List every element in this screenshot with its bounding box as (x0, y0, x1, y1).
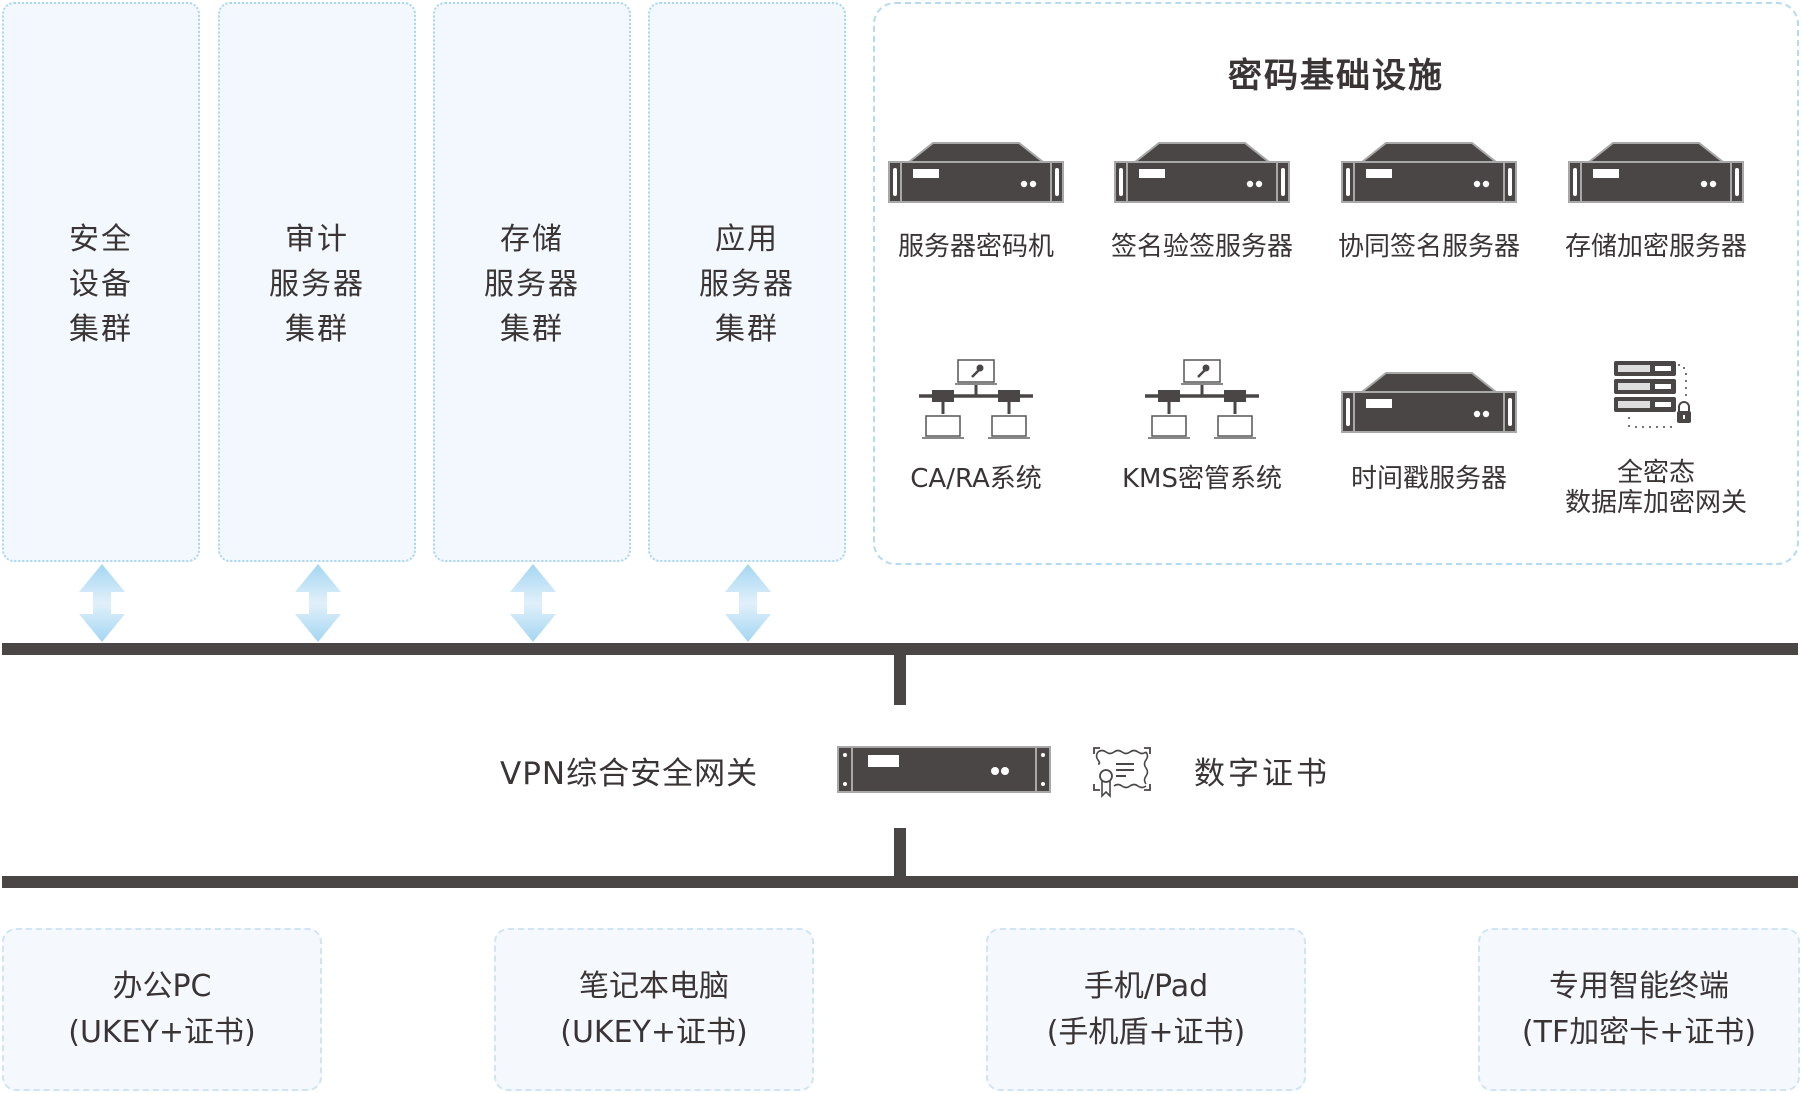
endpoint-label: 办公PC (UKEY+证书) (68, 968, 256, 1050)
database-lock-icon (1613, 360, 1699, 432)
crypto-infrastructure-panel: 密码基础设施 服务器密码机 签名验签服务器 协同签名服务器 存储加密服务器 CA… (873, 2, 1799, 565)
vpn-gateway-device-icon (837, 746, 1051, 793)
digital-certificate-label: 数字证书 (1194, 756, 1330, 792)
cluster-security-devices: 安全 设备 集群 (2, 2, 200, 562)
item-label: 时间戳服务器 (1350, 464, 1507, 494)
item-label: 存储加密服务器 (1564, 232, 1747, 262)
endpoint-laptop: 笔记本电脑 (UKEY+证书) (494, 928, 814, 1091)
bidirectional-arrow-icon (725, 564, 771, 642)
endpoint-label: 手机/Pad (手机盾+证书) (1046, 968, 1246, 1050)
bidirectional-arrow-icon (295, 564, 341, 642)
item-collaborative-signature-server: 协同签名服务器 (1316, 142, 1542, 262)
cluster-audit-servers: 审计 服务器 集群 (218, 2, 416, 562)
cluster-label: 应用 服务器 集群 (699, 222, 795, 347)
item-label: 全密态 数据库加密网关 (1564, 458, 1747, 518)
cluster-label: 安全 设备 集群 (69, 222, 133, 347)
lower-network-bus (2, 876, 1798, 888)
item-ca-ra-system: CA/RA系统 (863, 358, 1089, 494)
item-label: KMS密管系统 (1122, 464, 1282, 494)
item-label: 服务器密码机 (897, 232, 1054, 262)
lower-connector (894, 828, 906, 878)
network-key-icon (1143, 358, 1261, 442)
cluster-application-servers: 应用 服务器 集群 (648, 2, 846, 562)
panel-title: 密码基础设施 (1228, 56, 1444, 96)
network-key-icon (917, 358, 1035, 442)
endpoint-label: 专用智能终端 (TF加密卡+证书) (1521, 968, 1757, 1050)
item-storage-encryption-server: 存储加密服务器 (1543, 142, 1769, 262)
item-kms-system: KMS密管系统 (1089, 358, 1315, 494)
item-label: 协同签名服务器 (1337, 232, 1520, 262)
endpoint-dedicated-terminal: 专用智能终端 (TF加密卡+证书) (1478, 928, 1800, 1091)
endpoint-office-pc: 办公PC (UKEY+证书) (2, 928, 322, 1091)
upper-connector (894, 655, 906, 705)
bidirectional-arrow-icon (79, 564, 125, 642)
rack-server-icon (1113, 142, 1291, 204)
endpoint-mobile-pad: 手机/Pad (手机盾+证书) (986, 928, 1306, 1091)
rack-server-icon (1340, 372, 1518, 434)
rack-server-icon (1340, 142, 1518, 204)
rack-server-icon (1567, 142, 1745, 204)
item-timestamp-server: 时间戳服务器 (1316, 372, 1542, 494)
item-database-encryption-gateway: 全密态 数据库加密网关 (1543, 360, 1769, 518)
upper-network-bus (2, 643, 1798, 655)
bidirectional-arrow-icon (510, 564, 556, 642)
cluster-label: 存储 服务器 集群 (484, 222, 580, 347)
vpn-gateway-label: VPN综合安全网关 (500, 756, 759, 792)
item-signature-verification-server: 签名验签服务器 (1089, 142, 1315, 262)
digital-certificate-icon (1093, 747, 1151, 798)
cluster-label: 审计 服务器 集群 (269, 222, 365, 347)
item-label: CA/RA系统 (910, 464, 1042, 494)
item-label: 签名验签服务器 (1110, 232, 1293, 262)
endpoint-label: 笔记本电脑 (UKEY+证书) (560, 968, 748, 1050)
cluster-storage-servers: 存储 服务器 集群 (433, 2, 631, 562)
item-server-crypto-machine: 服务器密码机 (863, 142, 1089, 262)
rack-server-icon (887, 142, 1065, 204)
